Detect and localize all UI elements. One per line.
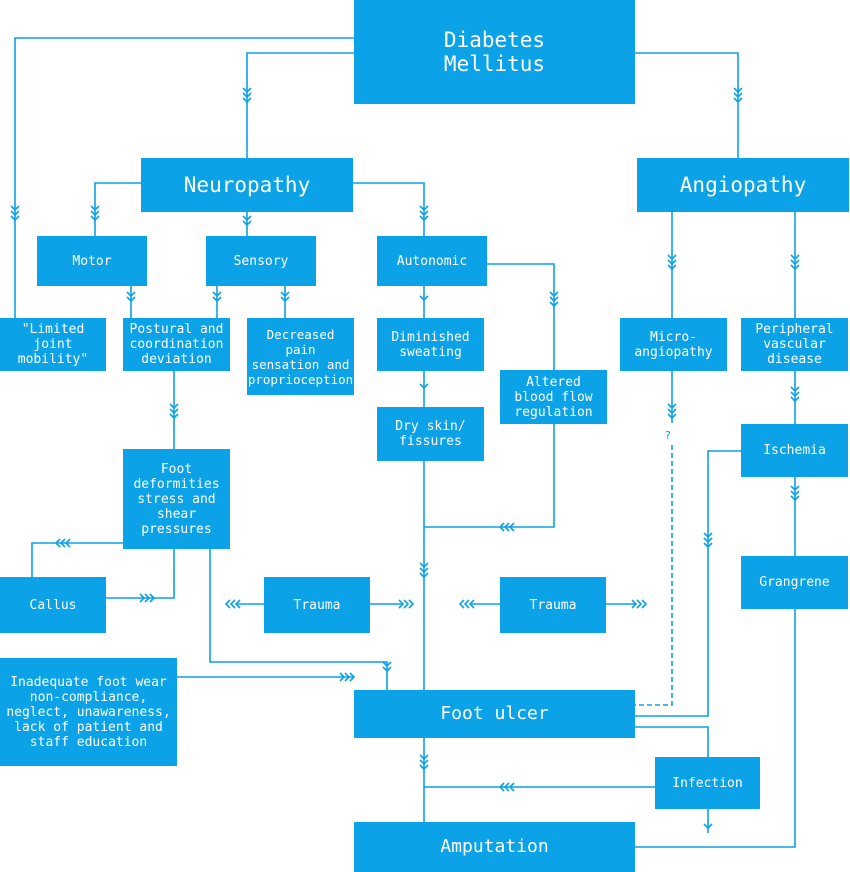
arrow-micro-question: [667, 403, 677, 420]
line-diabetes-limited-joint: [14, 37, 354, 318]
arrow-blood-flow-ulcer: [498, 522, 515, 532]
decreased-pain-sensation-node: Decreased pain sensation and propriocept…: [247, 318, 354, 395]
arrow-footwear-ulcer: [339, 672, 356, 682]
arrow-diabetes-neuropathy: [242, 87, 252, 104]
arrow-neuropathy-sensory: [242, 215, 252, 227]
arrow-infection-loop: [703, 823, 713, 830]
line-autonomic-blood-flow: [487, 263, 555, 370]
arrow-ulcer-amputation: [419, 754, 429, 771]
peripheral-vascular-disease-node: Peripheral vascular disease: [741, 318, 848, 371]
inadequate-foot-wear-node: Inadequate foot wear non-compliance, neg…: [0, 658, 177, 766]
ischemia-node: Ischemia: [741, 424, 848, 477]
line-neuropathy-motor: [94, 182, 141, 236]
neuropathy-node: Neuropathy: [141, 158, 353, 212]
arrow-callus-deformities: [139, 593, 156, 603]
trauma-right-node: Trauma: [500, 577, 606, 633]
diabetes-mellitus-node: Diabetes Mellitus: [354, 0, 635, 104]
arrow-infection-amputation: [498, 782, 515, 792]
motor-node: Motor: [37, 236, 147, 286]
arrow-diabetes-limited-joint: [10, 205, 20, 222]
arrow-ischemia-grangrene: [790, 485, 800, 502]
arrow-pvd-ischemia: [790, 386, 800, 403]
arrow-trauma-left-in: [398, 599, 415, 609]
line-ischemia-ulcer: [635, 450, 741, 717]
amputation-node: Amputation: [354, 822, 635, 872]
line-neuropathy-autonomic: [353, 182, 425, 236]
line-micro-ulcer-dashed: [635, 445, 673, 706]
arrow-sweating-dry-skin: [419, 383, 429, 390]
trauma-left-node: Trauma: [264, 577, 370, 633]
line-grangrene-amputation: [635, 609, 796, 848]
foot-deformities-node: Foot deformities stress and shear pressu…: [123, 449, 230, 549]
dry-skin-fissures-node: Dry skin/ fissures: [377, 407, 484, 461]
microangiopathy-node: Micro- angiopathy: [620, 318, 727, 371]
line-ulcer-infection: [635, 726, 709, 757]
arrow-deformities-ulcer: [382, 661, 392, 673]
arrow-sensory-decreased-pain: [280, 291, 290, 303]
line-deformities-ulcer: [209, 549, 388, 690]
altered-blood-flow-node: Altered blood flow regulation: [500, 370, 607, 424]
line-diabetes-neuropathy: [246, 52, 354, 158]
arrow-angiopathy-micro: [667, 254, 677, 271]
line-diabetes-angiopathy: [635, 52, 739, 158]
grangrene-node: Grangrene: [741, 556, 848, 609]
postural-deviation-node: Postural and coordination deviation: [123, 318, 230, 371]
arrow-diabetes-angiopathy: [733, 87, 743, 104]
arrow-trauma-right-in: [631, 599, 648, 609]
arrow-autonomic-sweating: [419, 295, 429, 302]
limited-joint-mobility-node: "Limited joint mobility": [0, 318, 106, 371]
arrow-neuropathy-motor: [90, 205, 100, 222]
arrow-autonomic-blood-flow: [549, 291, 559, 308]
infection-node: Infection: [655, 757, 760, 809]
arrow-dry-skin-ulcer: [419, 562, 429, 579]
angiopathy-node: Angiopathy: [637, 158, 849, 212]
line-callus-deformities: [106, 549, 175, 599]
arrow-postural-deformities: [169, 403, 179, 420]
line-deformities-callus: [31, 542, 123, 577]
arrow-sensory-postural: [212, 291, 222, 303]
line-blood-flow-ulcer: [424, 424, 555, 528]
diminished-sweating-node: Diminished sweating: [377, 318, 484, 371]
arrow-angiopathy-pvd: [790, 254, 800, 271]
arrow-deformities-callus: [54, 538, 71, 548]
arrow-ischemia-ulcer: [703, 532, 713, 549]
autonomic-node: Autonomic: [377, 236, 487, 286]
arrow-motor-postural: [126, 291, 136, 303]
callus-node: Callus: [0, 577, 106, 633]
foot-ulcer-node: Foot ulcer: [354, 690, 635, 738]
uncertain-link-label: ?: [665, 429, 671, 442]
arrow-neuropathy-autonomic: [419, 205, 429, 222]
sensory-node: Sensory: [206, 236, 316, 286]
